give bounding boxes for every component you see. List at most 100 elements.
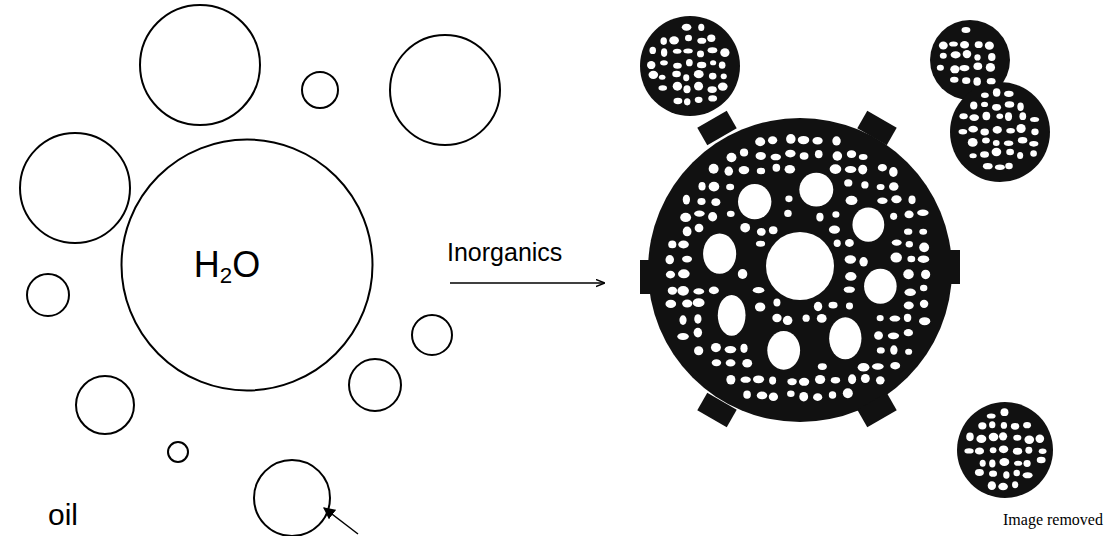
pore xyxy=(829,317,861,359)
pore xyxy=(878,164,887,172)
pore xyxy=(904,289,915,296)
pore xyxy=(726,375,735,385)
pore xyxy=(888,332,899,339)
pore xyxy=(683,195,690,205)
pore xyxy=(964,448,973,453)
pore xyxy=(785,165,795,174)
pore xyxy=(740,344,747,353)
pore xyxy=(950,77,958,83)
pore xyxy=(1030,117,1039,122)
pore xyxy=(1018,137,1027,143)
pore xyxy=(767,331,800,370)
pore xyxy=(1031,128,1038,135)
pore xyxy=(769,376,776,384)
pore xyxy=(859,154,868,160)
pore xyxy=(683,48,693,53)
pore xyxy=(739,166,750,174)
pore xyxy=(985,42,994,50)
pore xyxy=(982,137,990,143)
pore xyxy=(834,240,841,248)
pore xyxy=(718,295,746,336)
pore xyxy=(1019,112,1026,120)
pore xyxy=(1014,470,1020,476)
pore xyxy=(1017,102,1023,110)
pore xyxy=(939,42,948,50)
pore xyxy=(684,98,690,105)
pore xyxy=(668,241,676,249)
pore xyxy=(682,300,692,308)
pore xyxy=(695,224,704,233)
pore xyxy=(1011,423,1019,430)
pore xyxy=(721,73,727,79)
pore xyxy=(904,314,911,322)
pore xyxy=(921,270,930,280)
pore xyxy=(829,391,836,398)
pore xyxy=(1013,435,1021,441)
pore xyxy=(845,272,856,281)
pore xyxy=(798,136,810,144)
pore xyxy=(858,363,870,372)
pore xyxy=(969,153,976,158)
pore xyxy=(829,302,838,309)
pore xyxy=(844,179,852,186)
pore xyxy=(940,53,947,59)
pore xyxy=(649,71,659,79)
pore xyxy=(844,286,855,292)
pore xyxy=(803,314,810,321)
pore xyxy=(709,73,717,80)
pore xyxy=(741,377,751,383)
pore xyxy=(813,393,822,401)
process-arrow xyxy=(450,282,604,284)
oil-droplets xyxy=(20,5,500,536)
pore xyxy=(905,211,914,219)
pore xyxy=(988,53,995,61)
pore xyxy=(685,35,692,42)
pore xyxy=(988,481,996,490)
pore xyxy=(694,328,702,338)
pore xyxy=(864,269,897,304)
pore xyxy=(876,376,885,384)
pore xyxy=(726,153,736,162)
pore xyxy=(890,316,901,322)
pore xyxy=(683,85,690,93)
pore xyxy=(1003,471,1009,479)
pore xyxy=(678,241,689,249)
pore xyxy=(992,104,1001,111)
pore xyxy=(846,303,853,310)
pore xyxy=(784,210,792,217)
pore xyxy=(665,300,676,308)
pore xyxy=(726,184,734,190)
pore xyxy=(859,257,867,267)
pore xyxy=(697,51,704,58)
pore xyxy=(666,271,675,279)
pore xyxy=(891,195,901,203)
pore xyxy=(919,317,930,325)
pore xyxy=(919,243,929,253)
pore xyxy=(683,74,689,81)
pore xyxy=(755,302,765,311)
pore xyxy=(698,182,705,191)
pore xyxy=(799,392,808,401)
pore xyxy=(697,38,706,44)
pore xyxy=(773,299,780,307)
pore xyxy=(874,331,883,340)
pore xyxy=(846,196,858,205)
pore xyxy=(673,98,682,104)
pore xyxy=(905,349,912,355)
pore xyxy=(980,129,989,136)
pore xyxy=(970,101,977,109)
pore xyxy=(1013,448,1022,455)
pore xyxy=(962,77,970,84)
pore xyxy=(833,151,843,160)
pore xyxy=(830,164,842,174)
pore xyxy=(785,195,792,202)
pore xyxy=(693,288,704,294)
pore xyxy=(693,298,705,307)
pore xyxy=(786,134,795,144)
pore xyxy=(1014,461,1022,466)
pore xyxy=(814,302,822,311)
pore xyxy=(983,163,993,169)
pore xyxy=(959,65,969,71)
pore xyxy=(719,62,726,69)
